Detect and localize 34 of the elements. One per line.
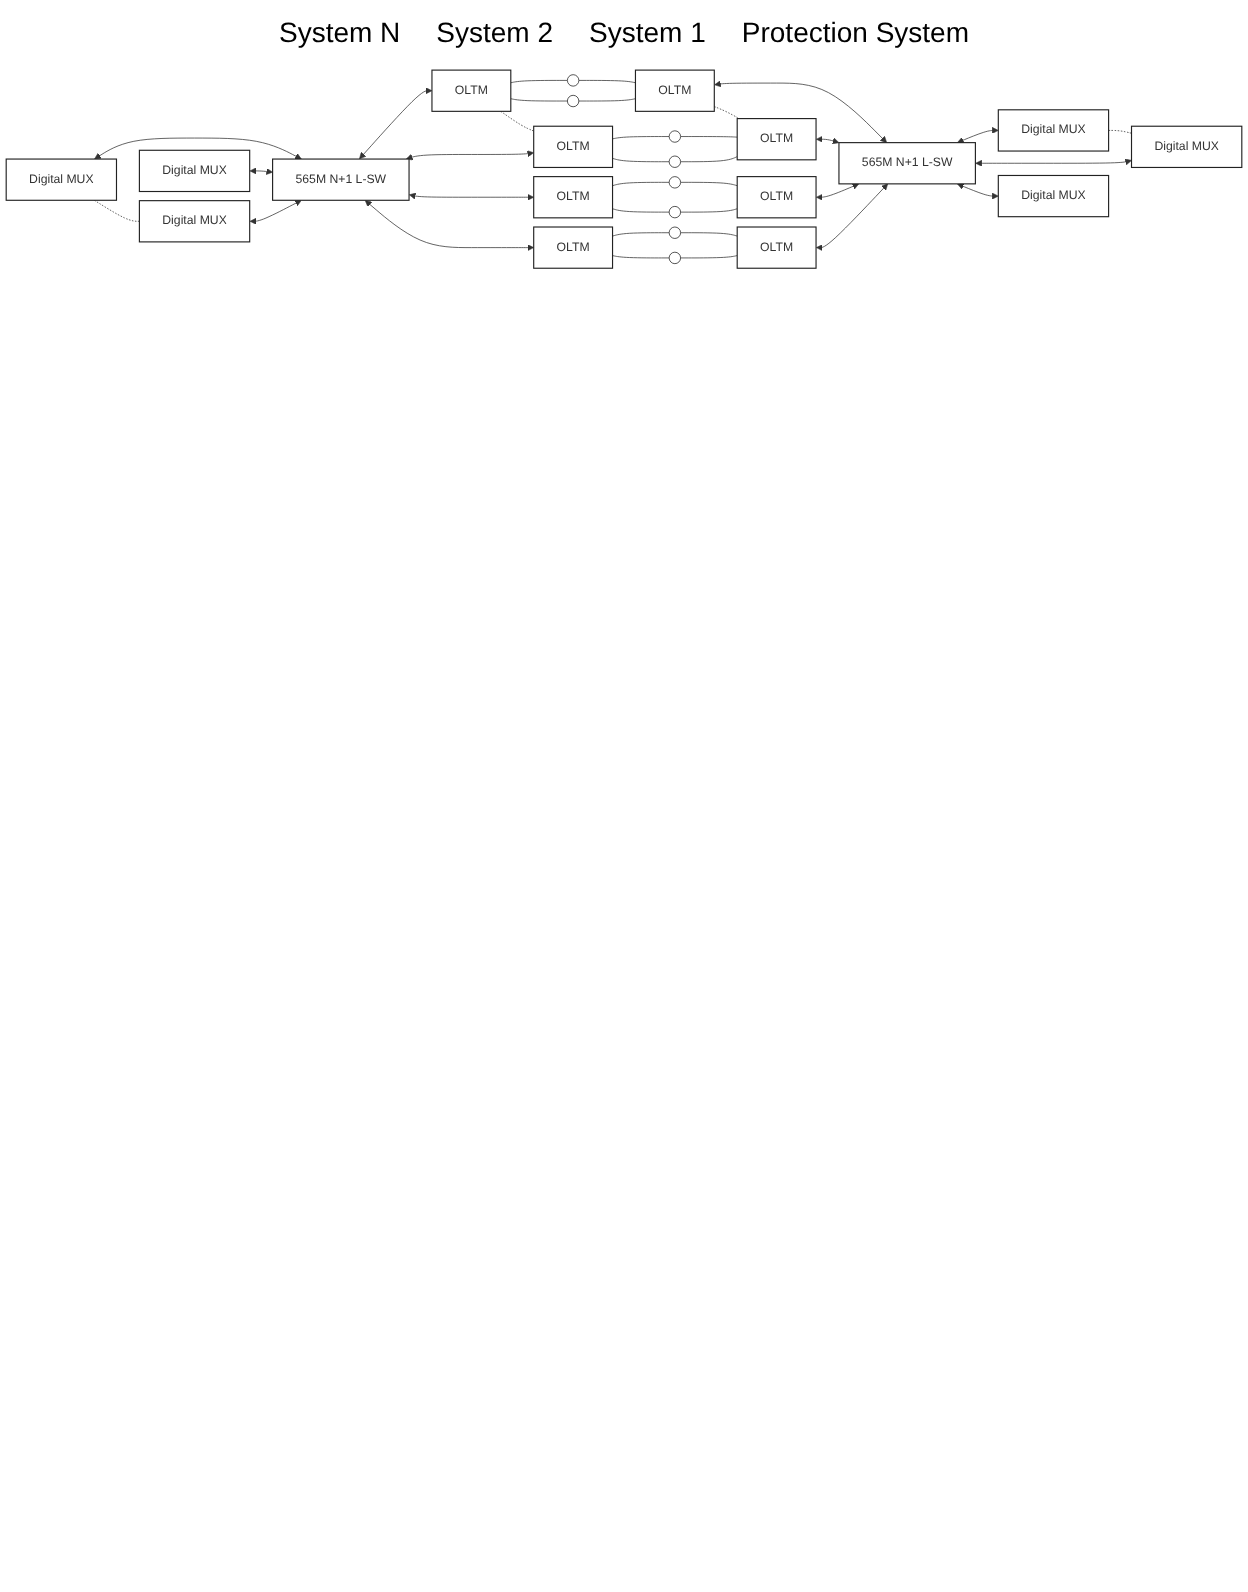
connector (612, 181, 670, 187)
node-circle (567, 94, 580, 108)
connector (680, 232, 738, 237)
connector (612, 255, 670, 259)
connector (680, 136, 738, 138)
connector (93, 199, 140, 222)
node-circle (668, 206, 681, 219)
node-circle (668, 130, 681, 143)
connector (612, 158, 670, 163)
node-circle (668, 155, 681, 168)
connector (612, 136, 670, 140)
connector (1108, 130, 1132, 134)
connector (680, 181, 738, 187)
system-label: Protection System (741, 16, 969, 48)
connector (510, 80, 568, 84)
arrow (816, 135, 840, 145)
node-circle (668, 251, 681, 265)
connector (680, 156, 738, 163)
connector (578, 80, 636, 84)
connector (680, 255, 738, 259)
connector (500, 110, 535, 132)
node-circle (567, 74, 580, 87)
arrow (249, 167, 273, 175)
connector (612, 232, 670, 237)
node-circle (668, 176, 681, 189)
system-label: System 2 (436, 16, 554, 48)
connector (713, 106, 740, 119)
connector (612, 208, 670, 213)
system-label: System 1 (589, 16, 706, 48)
system-label: System N (278, 16, 401, 48)
connector (578, 98, 636, 102)
connector (510, 98, 568, 102)
connector (680, 208, 738, 213)
node-circle (668, 226, 681, 239)
